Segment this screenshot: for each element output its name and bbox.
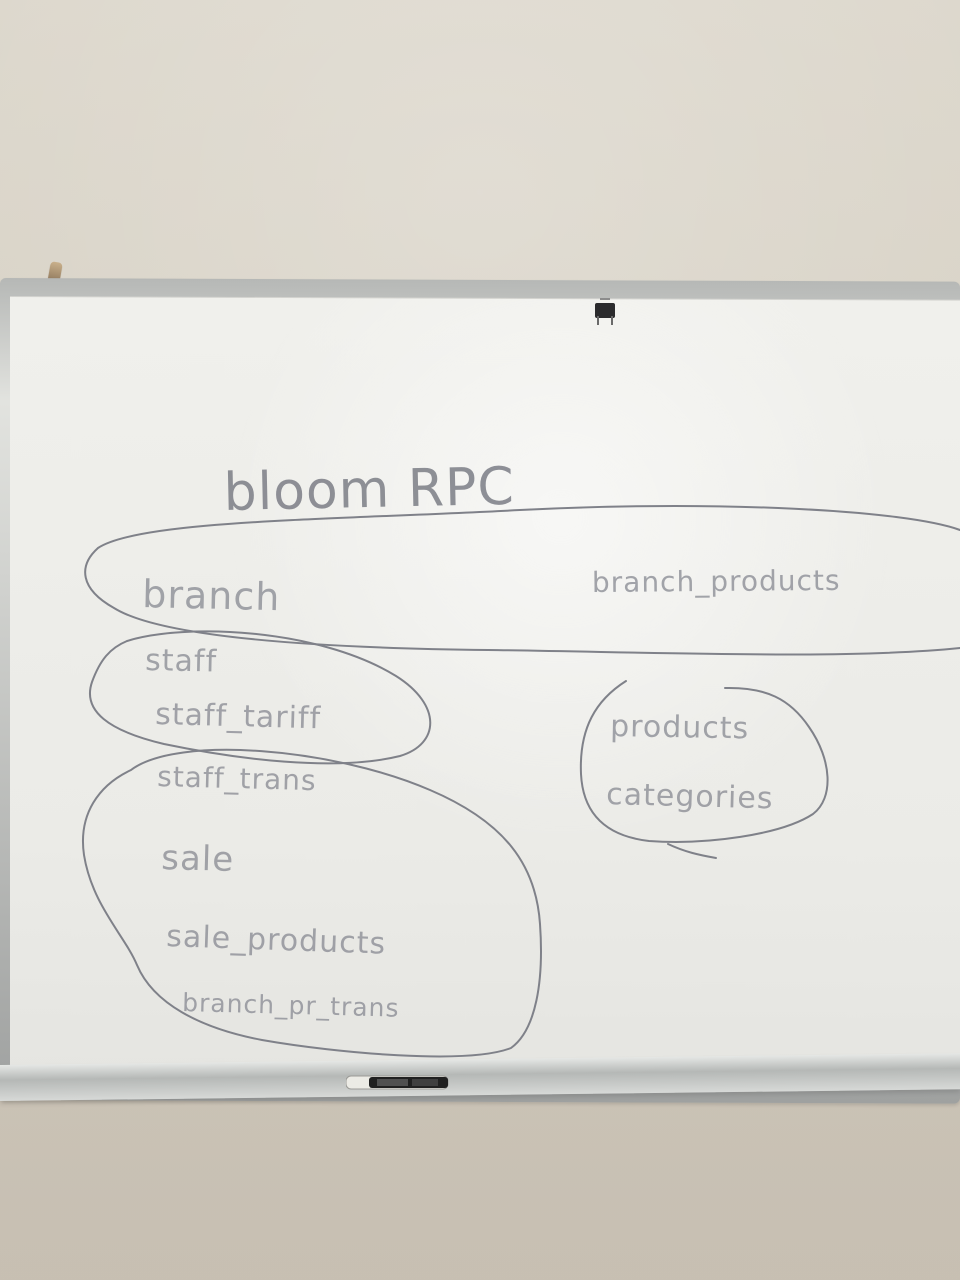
marker-icon [346,1075,449,1090]
whiteboard-surface [10,296,960,1080]
binder-clip-icon [595,298,615,325]
whiteboard [0,278,960,1104]
wall-shadow [0,1090,960,1280]
